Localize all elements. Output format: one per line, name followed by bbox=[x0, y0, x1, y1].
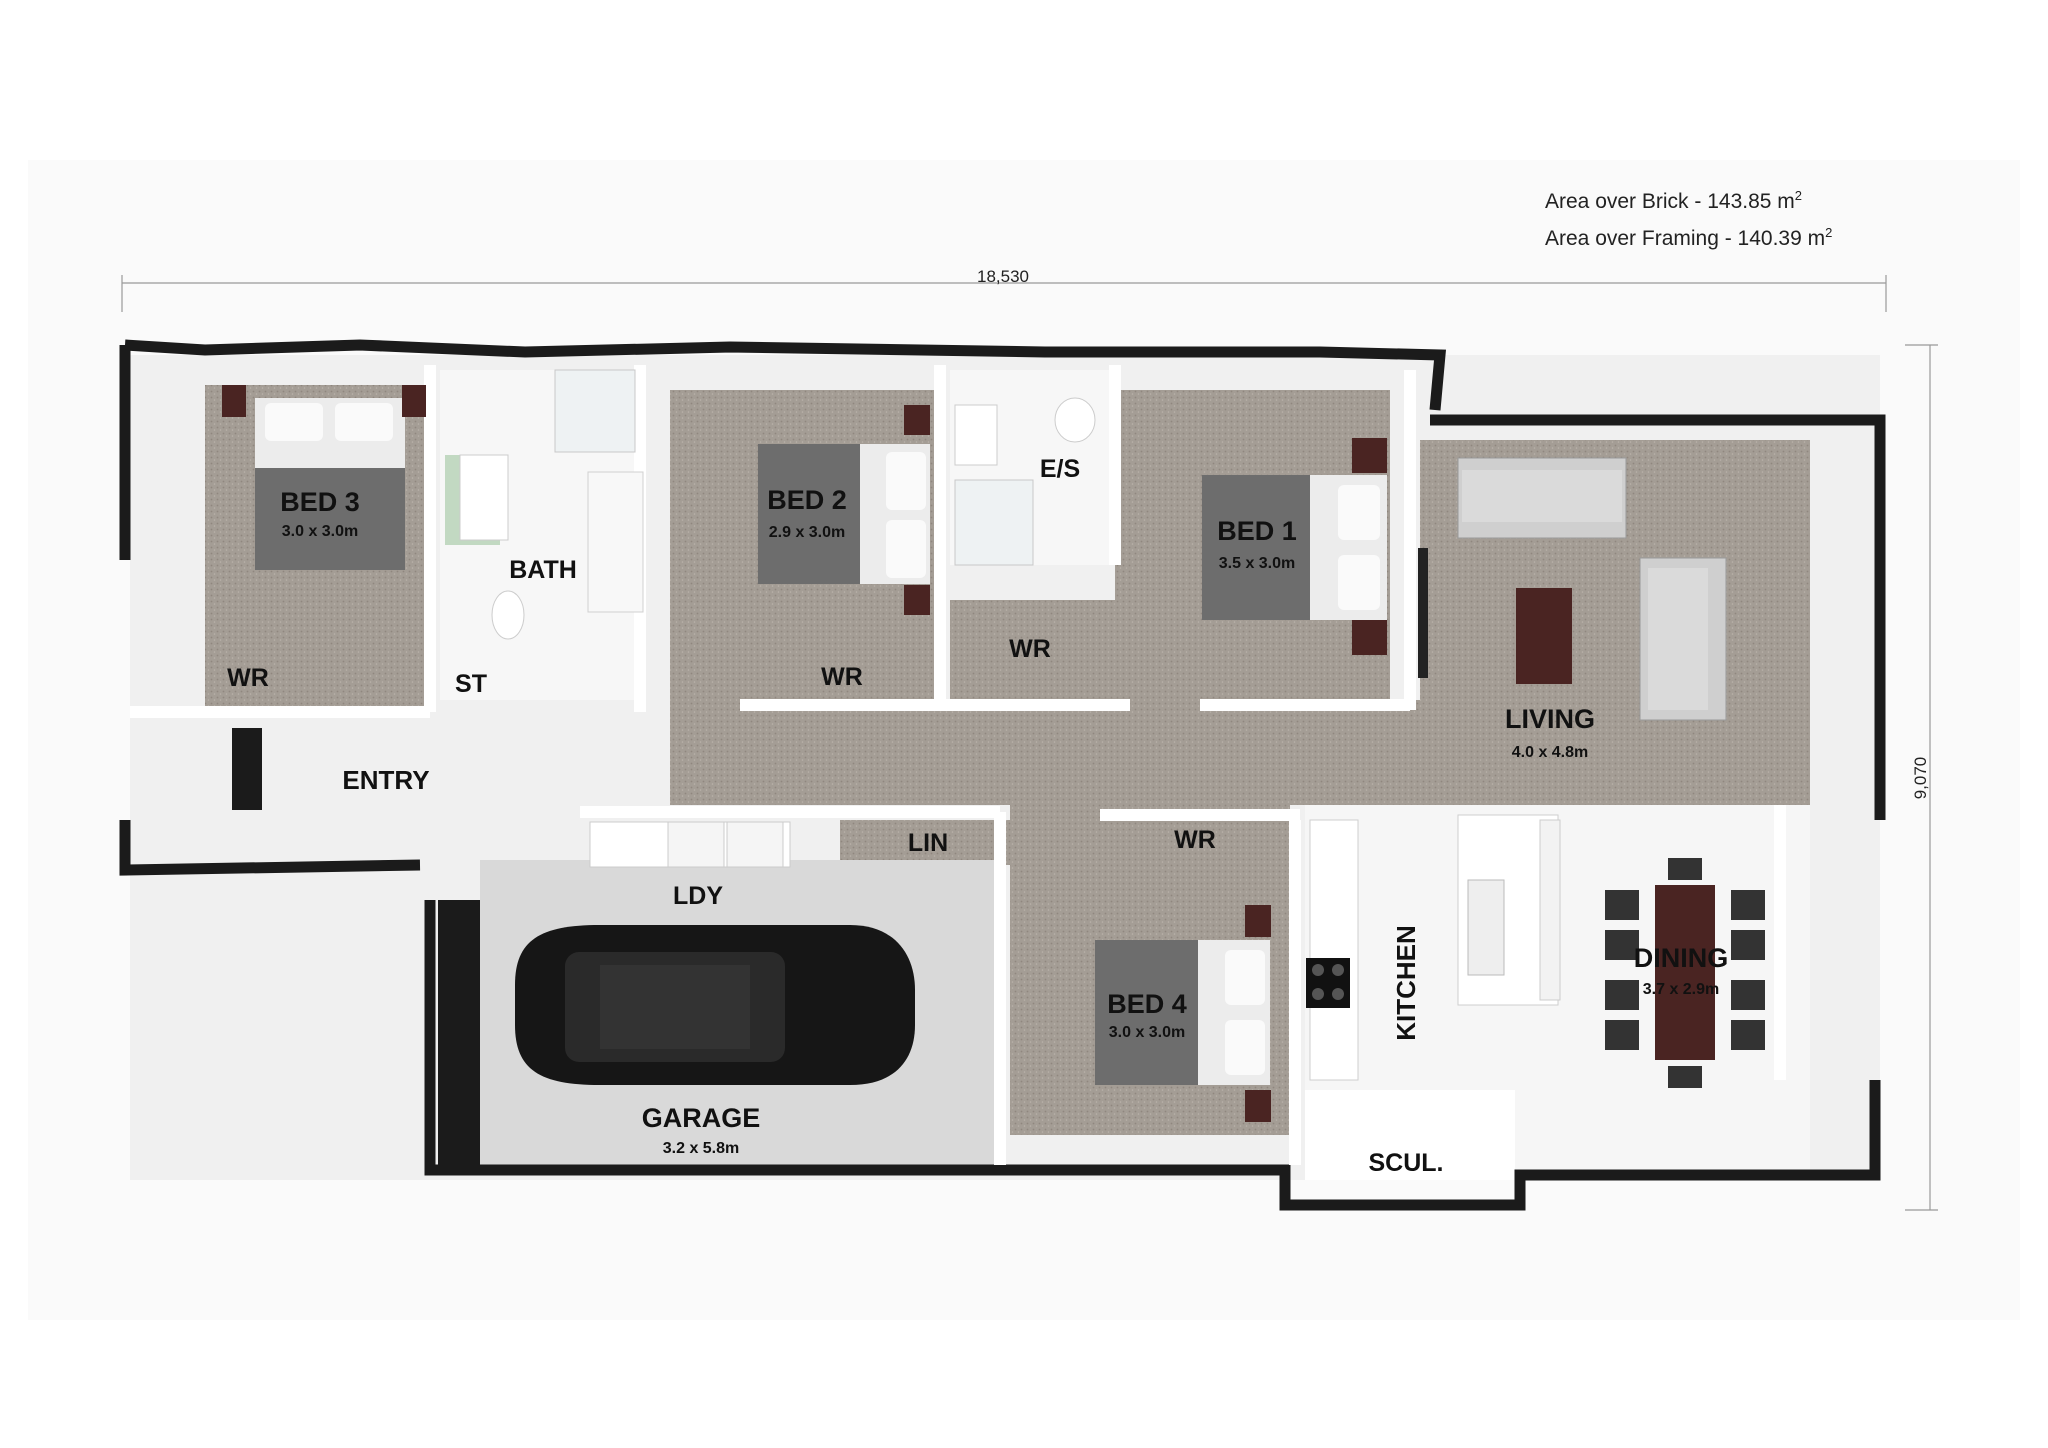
room-label-bed4: BED 4 bbox=[1107, 989, 1187, 1019]
room-label-garage: GARAGE bbox=[642, 1103, 761, 1133]
room-label-lin: LIN bbox=[908, 829, 948, 857]
exterior-walls bbox=[119, 339, 1886, 1211]
room-size-bed2: 2.9 x 3.0m bbox=[769, 524, 846, 541]
room-label-bed1: BED 1 bbox=[1217, 516, 1297, 546]
car bbox=[515, 925, 915, 1085]
room-label-wr-bed4: WR bbox=[1174, 826, 1216, 854]
room-label-wr-bed2: WR bbox=[821, 663, 863, 691]
room-labels: BED 3 3.0 x 3.0m BATH BED 2 2.9 x 3.0m E… bbox=[227, 455, 1728, 1177]
room-size-bed1: 3.5 x 3.0m bbox=[1219, 555, 1296, 572]
overall-depth-label: 9,070 bbox=[1911, 757, 1930, 800]
dining-table bbox=[1605, 858, 1765, 1088]
room-label-bed2: BED 2 bbox=[767, 485, 847, 515]
room-label-kitchen: KITCHEN bbox=[1391, 925, 1421, 1041]
bed-3 bbox=[222, 385, 426, 570]
laundry bbox=[589, 821, 791, 868]
area-over-brick: Area over Brick - 143.85 m2 bbox=[1545, 188, 1802, 213]
room-label-es: E/S bbox=[1040, 455, 1080, 483]
bath-fixtures bbox=[445, 369, 1096, 640]
bed-4 bbox=[1095, 905, 1271, 1122]
room-size-living: 4.0 x 4.8m bbox=[1512, 744, 1589, 761]
entry-door bbox=[232, 728, 262, 810]
kitchen-fixtures bbox=[1306, 814, 1561, 1081]
interior-walls bbox=[130, 365, 1786, 1165]
room-size-garage: 3.2 x 5.8m bbox=[663, 1140, 740, 1157]
room-size-bed4: 3.0 x 3.0m bbox=[1109, 1024, 1186, 1041]
room-label-bath: BATH bbox=[509, 556, 577, 584]
room-label-entry: ENTRY bbox=[342, 765, 429, 795]
room-size-bed3: 3.0 x 3.0m bbox=[282, 523, 359, 540]
depth-dimension: 9,070 bbox=[1905, 344, 1938, 1211]
room-size-dining: 3.7 x 2.9m bbox=[1643, 981, 1720, 998]
room-label-wr-bed1: WR bbox=[1009, 635, 1051, 663]
room-label-scul: SCUL. bbox=[1369, 1149, 1444, 1177]
bed-2 bbox=[758, 405, 930, 615]
garage-door bbox=[438, 900, 480, 1170]
width-dimension: 18,530 bbox=[121, 267, 1887, 312]
room-label-bed3: BED 3 bbox=[280, 487, 360, 517]
area-over-framing: Area over Framing - 140.39 m2 bbox=[1545, 225, 1833, 250]
room-label-wr-bed3: WR bbox=[227, 664, 269, 692]
room-label-living: LIVING bbox=[1505, 704, 1595, 734]
room-label-dining: DINING bbox=[1634, 943, 1729, 973]
living-furniture bbox=[1418, 457, 1727, 721]
bed-1 bbox=[1202, 438, 1387, 655]
overall-width-label: 18,530 bbox=[977, 267, 1029, 286]
room-label-st: ST bbox=[455, 670, 487, 698]
room-label-ldy: LDY bbox=[673, 882, 723, 910]
